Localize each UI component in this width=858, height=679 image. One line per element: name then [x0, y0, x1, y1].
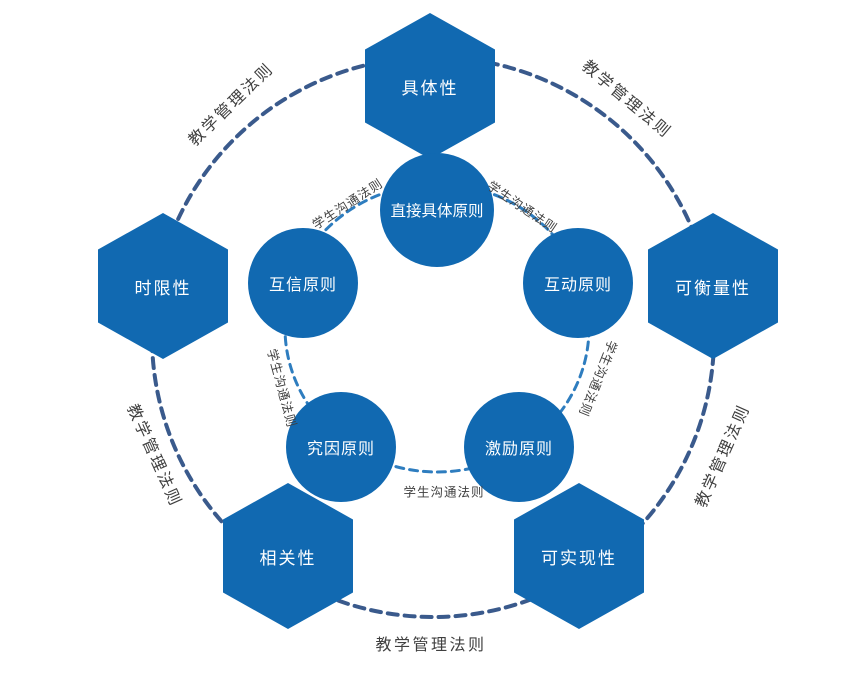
hexagon-achievable-label: 可实现性	[541, 548, 617, 568]
circle-motivation-principle: 激励原则	[464, 392, 574, 502]
hexagon-measurable: 可衡量性	[648, 213, 778, 359]
hexagon-measurable-label: 可衡量性	[675, 278, 751, 298]
outer-ring-label-bottom: 教学管理法则	[375, 637, 487, 654]
hexagon-relevant-label: 相关性	[259, 548, 317, 568]
circle-motivation-principle-label: 激励原则	[484, 441, 553, 458]
inner-ring-label-bottom: 学生沟通法则	[403, 485, 485, 500]
circle-mutual-trust-principle: 互信原则	[248, 228, 358, 338]
circle-mutual-trust-principle-label: 互信原则	[268, 277, 337, 294]
circle-root-cause-principle: 究因原则	[286, 392, 396, 502]
hexagon-time-bound-label: 时限性	[134, 278, 192, 298]
circle-interaction-principle-label: 互动原则	[543, 277, 612, 294]
circle-direct-concrete-principle: 直接具体原则	[380, 153, 494, 267]
circle-direct-concrete-principle-label: 直接具体原则	[390, 203, 484, 220]
hexagon-specificity-label: 具体性	[401, 78, 459, 98]
circle-root-cause-principle-label: 究因原则	[306, 441, 375, 458]
circle-interaction-principle: 互动原则	[523, 228, 633, 338]
